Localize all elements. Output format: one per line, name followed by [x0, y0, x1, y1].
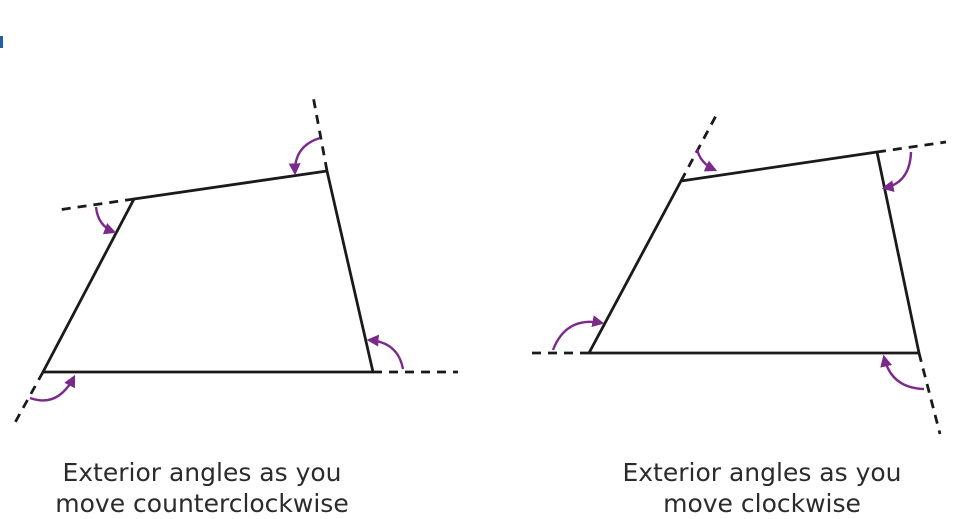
caption-line: move clockwise [663, 489, 861, 518]
exterior-angle-arrow [94, 206, 117, 235]
caption-line: move counterclockwise [55, 489, 349, 518]
exterior-angle-arrow [366, 334, 405, 370]
caption-line: Exterior angles as you [62, 458, 342, 487]
quadrilateral-right-outline [587, 150, 921, 355]
quadrilateral-counterclockwise [10, 95, 458, 429]
quadrilateral-clockwise [527, 111, 947, 435]
exterior-angle-arrow [288, 136, 321, 176]
caption-line: Exterior angles as you [622, 458, 902, 487]
extension-line [57, 197, 135, 212]
exterior-angle-arrow [695, 148, 718, 172]
exterior-angle-arrow [881, 151, 913, 193]
extension-line [10, 371, 45, 429]
caption-counterclockwise: Exterior angles as you move counterclock… [0, 457, 404, 519]
extension-line [679, 111, 720, 182]
exterior-angle-arrow [29, 374, 76, 402]
exterior-angle-arrow [551, 315, 605, 351]
quadrilateral-left-outline [41, 169, 375, 374]
extension-line [876, 140, 947, 154]
extension-line [917, 352, 942, 435]
extension-line [311, 95, 329, 172]
exterior-angle-arrow [880, 354, 925, 391]
page-edge-marker [0, 36, 3, 48]
caption-clockwise: Exterior angles as you move clockwise [560, 457, 956, 519]
